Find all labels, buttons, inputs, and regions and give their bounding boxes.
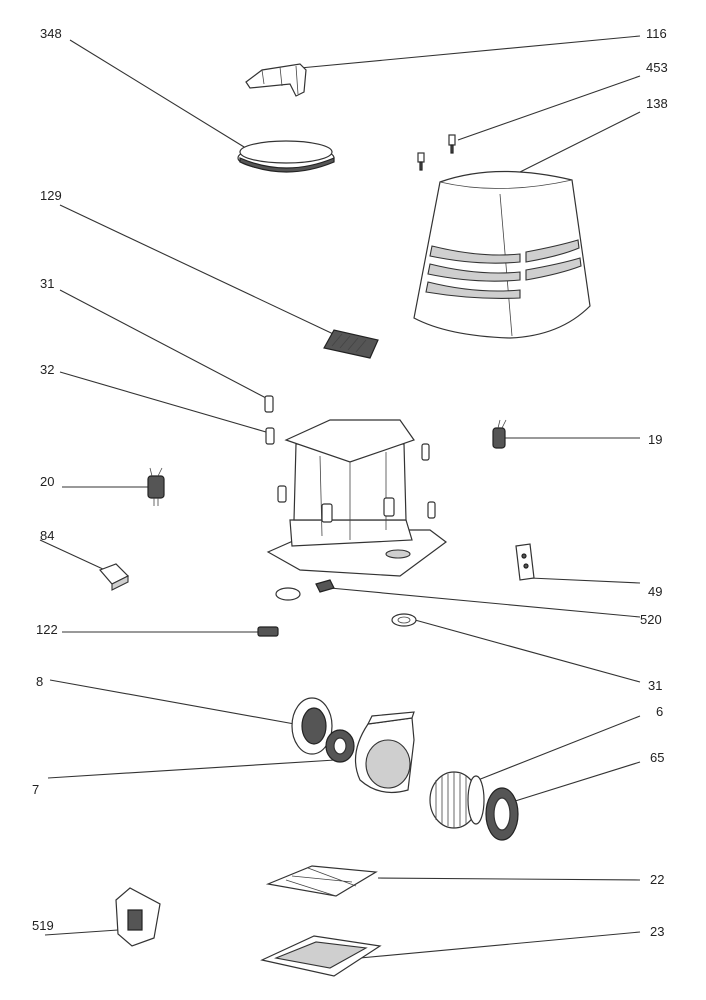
- label-65: 65: [650, 750, 664, 765]
- part-labels: 348 116 453 138 129 31 32 19 20 84 49 52…: [32, 26, 668, 939]
- part-520-connector: [275, 579, 335, 601]
- label-8: 8: [36, 674, 43, 689]
- part-23-filter: [260, 935, 382, 977]
- part-8-motor-plate: [291, 697, 333, 755]
- part-348-collar-ring: [237, 140, 335, 173]
- label-453: 453: [646, 60, 668, 75]
- part-6-fan-wheel: [429, 771, 485, 829]
- label-116: 116: [646, 26, 667, 41]
- leader-lines: [39, 35, 641, 959]
- part-22-filter: [265, 865, 378, 897]
- label-22: 22: [650, 872, 664, 887]
- part-blower-housing: [354, 711, 415, 793]
- part-519-bracket: [115, 887, 161, 947]
- part-65-ring: [485, 787, 519, 841]
- part-129-plate: [323, 329, 379, 359]
- label-31-bottom: 31: [648, 678, 662, 693]
- part-7-motor: [325, 729, 355, 763]
- part-116-bracket: [245, 63, 307, 97]
- label-6: 6: [656, 704, 663, 719]
- label-31-top: 31: [40, 276, 54, 291]
- part-31-32-pins: [264, 395, 275, 445]
- label-49: 49: [648, 584, 662, 599]
- label-23: 23: [650, 924, 664, 939]
- label-19: 19: [648, 432, 662, 447]
- label-519: 519: [32, 918, 54, 933]
- part-122-clip: [257, 626, 279, 637]
- part-31-bushing: [391, 613, 417, 627]
- label-20: 20: [40, 474, 54, 489]
- label-520: 520: [640, 612, 662, 627]
- part-20-capacitor: [147, 467, 165, 506]
- label-84: 84: [40, 528, 54, 543]
- part-49-board: [515, 543, 535, 581]
- part-main-housing: [266, 419, 448, 577]
- part-19-capacitor: [492, 419, 507, 449]
- part-84-block: [98, 563, 130, 591]
- part-453-screws: [417, 134, 456, 171]
- label-138: 138: [646, 96, 668, 111]
- label-7: 7: [32, 782, 39, 797]
- label-122: 122: [36, 622, 58, 637]
- label-348: 348: [40, 26, 62, 41]
- part-138-chimney-cover: [413, 170, 591, 339]
- label-32: 32: [40, 362, 54, 377]
- label-129: 129: [40, 188, 62, 203]
